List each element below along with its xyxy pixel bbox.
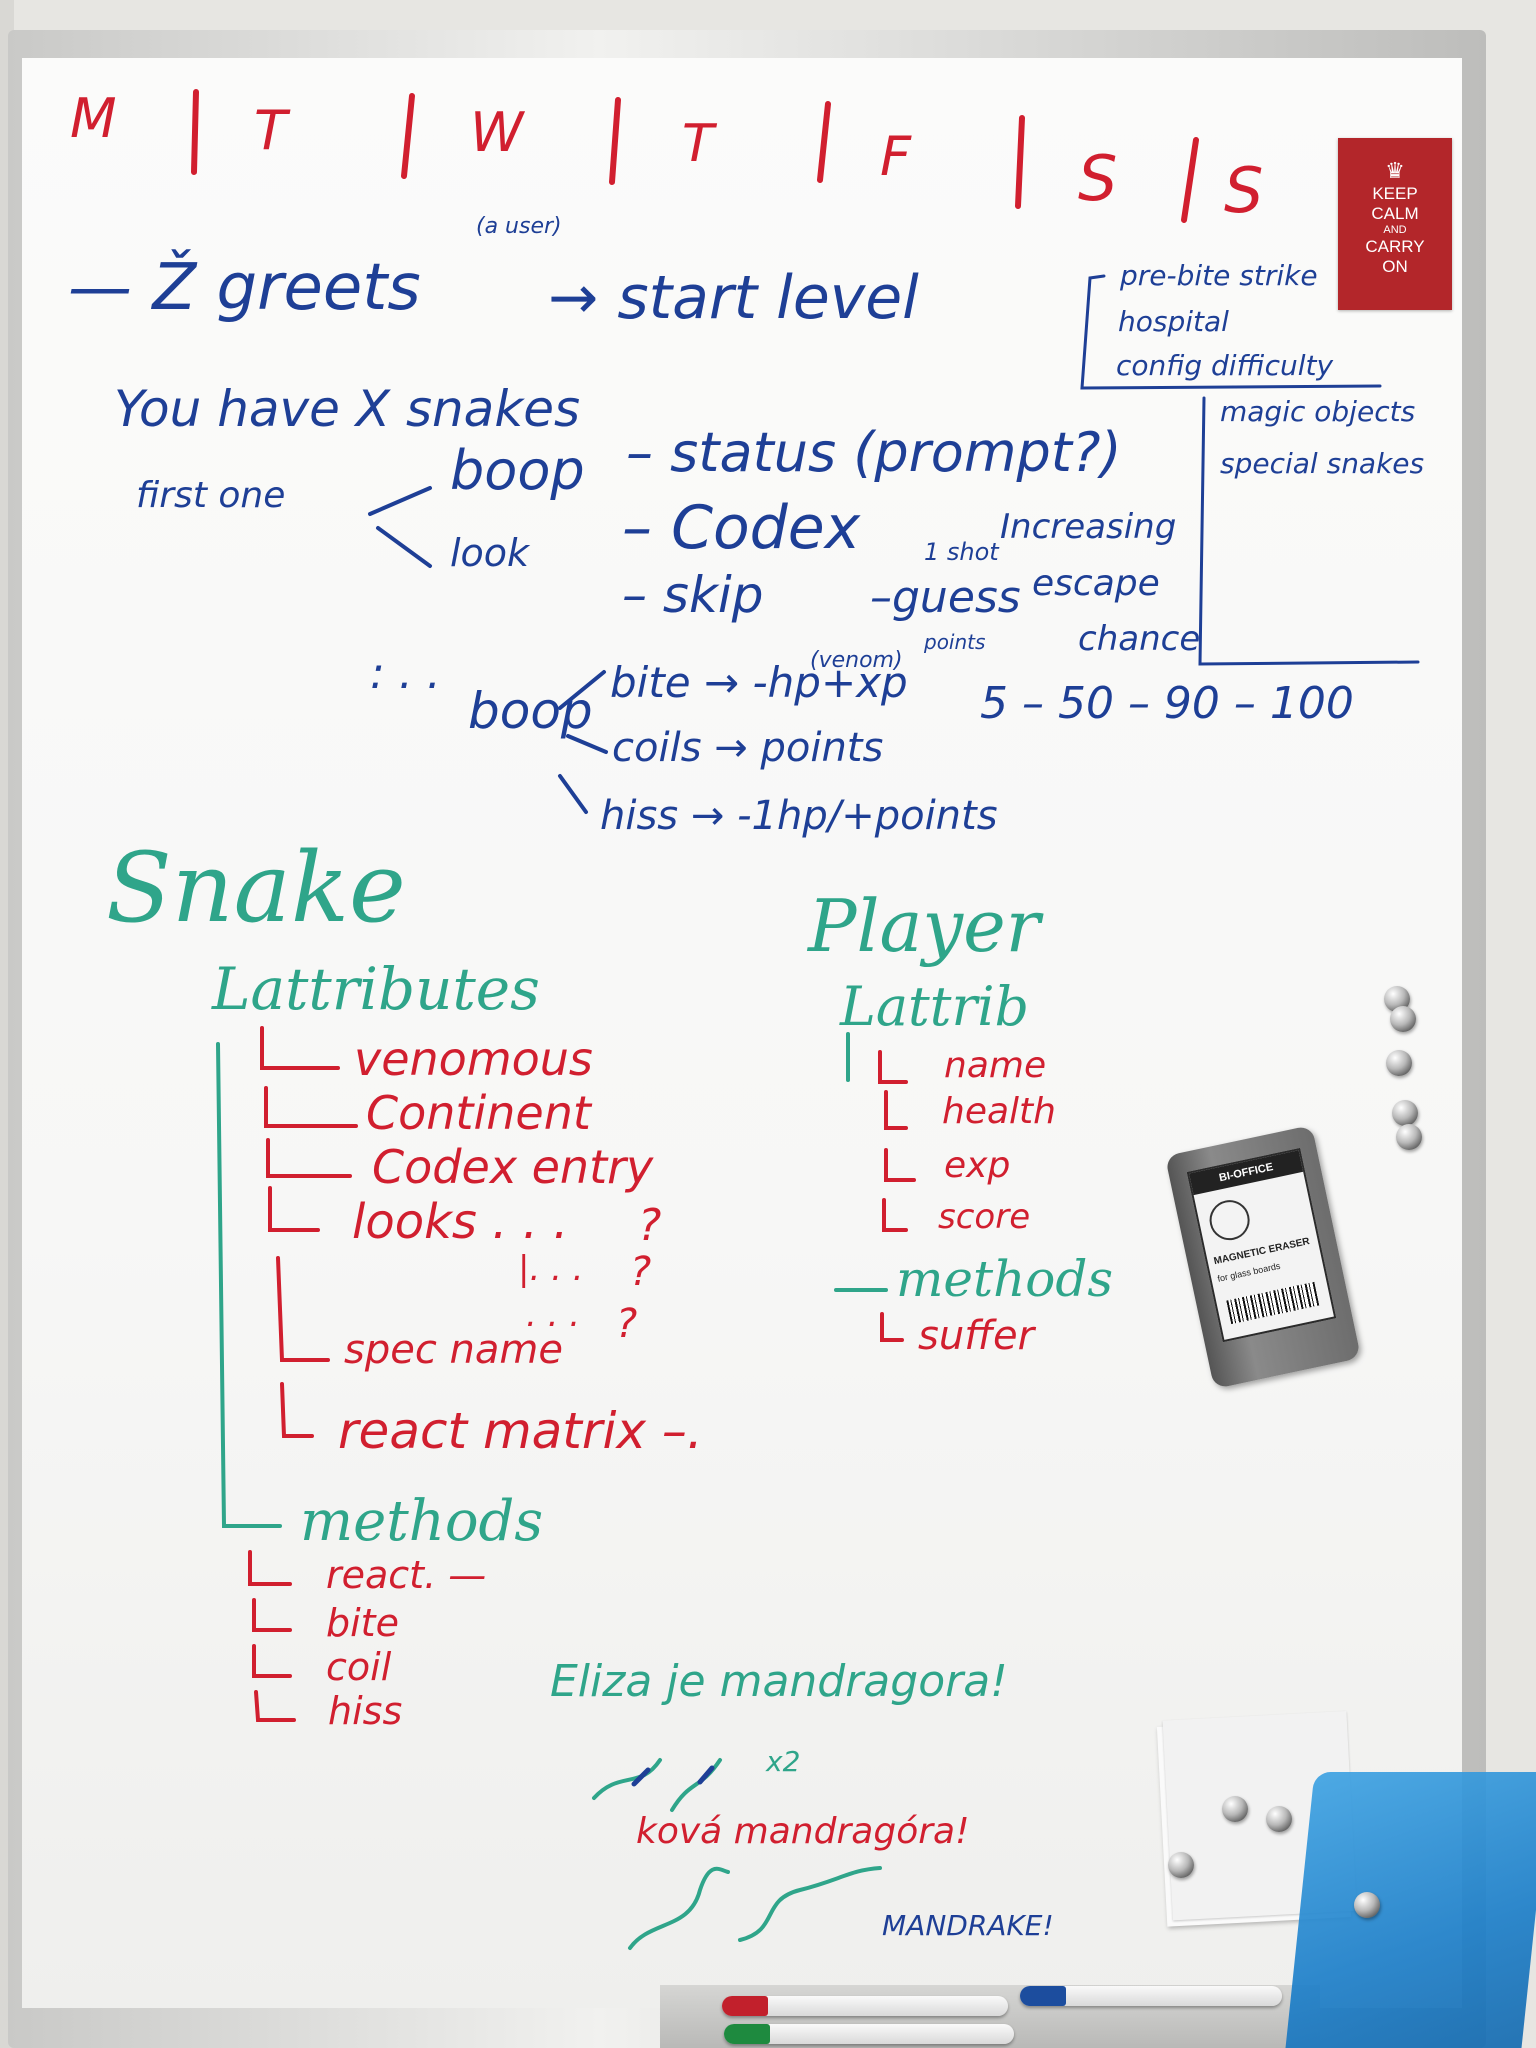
- snake-attr-looks: looks . . .: [352, 1194, 569, 1250]
- snake-method-hiss: hiss: [328, 1689, 403, 1733]
- snake-method-bite: bite: [326, 1601, 399, 1645]
- snake-attributes-heading: Lattributes: [212, 955, 540, 1023]
- magic-objects-line: magic objects: [1220, 395, 1416, 428]
- snake-method-coil: coil: [326, 1645, 392, 1689]
- question-mark: ?: [630, 1249, 652, 1295]
- special-snakes-line: special snakes: [1220, 447, 1425, 480]
- snake-attr-venomous: venomous: [354, 1032, 593, 1086]
- magnet: [1168, 1852, 1194, 1878]
- codex-line: – Codex: [622, 493, 861, 563]
- magnet: [1386, 1050, 1412, 1076]
- crown-icon: ♛: [1385, 158, 1405, 183]
- status-line: – status (prompt?): [626, 421, 1122, 484]
- boop-branch: boop: [468, 682, 593, 740]
- blue-plastic-folder: [1285, 1772, 1536, 2048]
- snake-attr-spec-name: spec name: [344, 1327, 563, 1373]
- mandrake-label: MANDRAKE!: [882, 1909, 1054, 1942]
- red-marker[interactable]: [722, 1996, 1008, 2016]
- question-mark: ?: [616, 1301, 638, 1347]
- greets-line: — Ž greets: [68, 251, 421, 325]
- mandragora-line: ková mandragóra!: [636, 1811, 970, 1852]
- boop-option: boop: [450, 439, 585, 502]
- player-heading: Player: [808, 884, 1041, 968]
- hiss-outcome: hiss → -1hp/+points: [600, 793, 998, 839]
- snake-methods-heading: methods: [300, 1489, 544, 1554]
- bite-outcome: bite → -hp+xp: [610, 658, 908, 707]
- weekday-saturday: S: [1078, 142, 1118, 215]
- start-level-line: → start level: [548, 263, 919, 333]
- venom-note: (venom): [810, 648, 903, 673]
- eliza-line: Eliza je mandragora!: [550, 1656, 1008, 1707]
- green-marker[interactable]: [724, 2024, 1014, 2044]
- eraser-logo-icon: [1205, 1196, 1254, 1244]
- weekday-tuesday: T: [254, 99, 287, 162]
- snake-attr-react-matrix: react matrix –.: [338, 1402, 703, 1460]
- barcode: [1226, 1281, 1320, 1325]
- player-attr-name: name: [944, 1045, 1047, 1086]
- looks-extra: |. . .: [518, 1249, 584, 1289]
- config-line: config difficulty: [1116, 349, 1334, 382]
- magnet: [1222, 1796, 1248, 1822]
- magnet: [1354, 1892, 1380, 1918]
- weekday-friday: F: [880, 125, 912, 188]
- player-method-suffer: suffer: [918, 1313, 1035, 1359]
- look-option: look: [450, 531, 530, 575]
- escape-label: escape: [1032, 563, 1160, 604]
- keep-calm-poster: ♛ KEEP CALM AND CARRY ON: [1338, 138, 1452, 310]
- blue-marker[interactable]: [1020, 1986, 1282, 2006]
- user-note: (a user): [476, 214, 562, 239]
- snake-heading: Snake: [106, 832, 406, 944]
- continuation-dots: : . .: [370, 648, 441, 699]
- poster-line: ON: [1382, 257, 1408, 277]
- poster-line: KEEP: [1372, 183, 1418, 203]
- snake-method-react: react. —: [326, 1553, 487, 1597]
- weekday-monday: M: [70, 87, 117, 150]
- magnet: [1266, 1806, 1292, 1832]
- player-attr-score: score: [938, 1197, 1031, 1237]
- player-attr-exp: exp: [944, 1145, 1011, 1186]
- poster-line: CARRY: [1365, 237, 1425, 257]
- skip-line: – skip: [622, 566, 764, 624]
- snake-attr-codex-entry: Codex entry: [372, 1140, 654, 1194]
- one-shot-label: 1 shot: [924, 538, 999, 566]
- magnet: [1392, 1100, 1418, 1126]
- config-line: pre-bite strike: [1120, 259, 1318, 292]
- probability-scale: 5 – 50 – 90 – 100: [980, 678, 1354, 729]
- eraser-label: BI-OFFICE MAGNETIC ERASER for glass boar…: [1186, 1147, 1337, 1343]
- points-label: points: [924, 630, 986, 654]
- guess-line: –guess: [870, 572, 1021, 623]
- looks-extra: . . .: [526, 1295, 581, 1335]
- weekday-sunday: S: [1224, 154, 1264, 227]
- coils-outcome: coils → points: [612, 725, 884, 771]
- config-line: hospital: [1118, 305, 1229, 338]
- chance-label: chance: [1078, 619, 1201, 659]
- player-attr-health: health: [942, 1091, 1056, 1132]
- magnet: [1396, 1124, 1422, 1150]
- player-methods-heading: methods: [896, 1250, 1114, 1308]
- weekday-thursday: T: [682, 114, 714, 174]
- you-have-line: You have X snakes: [114, 380, 581, 438]
- eraser-brand: BI-OFFICE: [1189, 1150, 1304, 1196]
- poster-line: AND: [1383, 224, 1407, 237]
- poster-line: CALM: [1371, 204, 1419, 223]
- weekday-wednesday: W: [470, 101, 524, 164]
- increasing-label: Increasing: [1000, 507, 1177, 547]
- first-one-line: first one: [136, 475, 286, 516]
- question-mark: ?: [638, 1200, 662, 1251]
- magnet: [1390, 1006, 1416, 1032]
- x2-label: x2: [766, 1745, 801, 1778]
- snake-attr-continent: Continent: [366, 1086, 591, 1140]
- player-attrib-heading: Lattrib: [840, 975, 1030, 1038]
